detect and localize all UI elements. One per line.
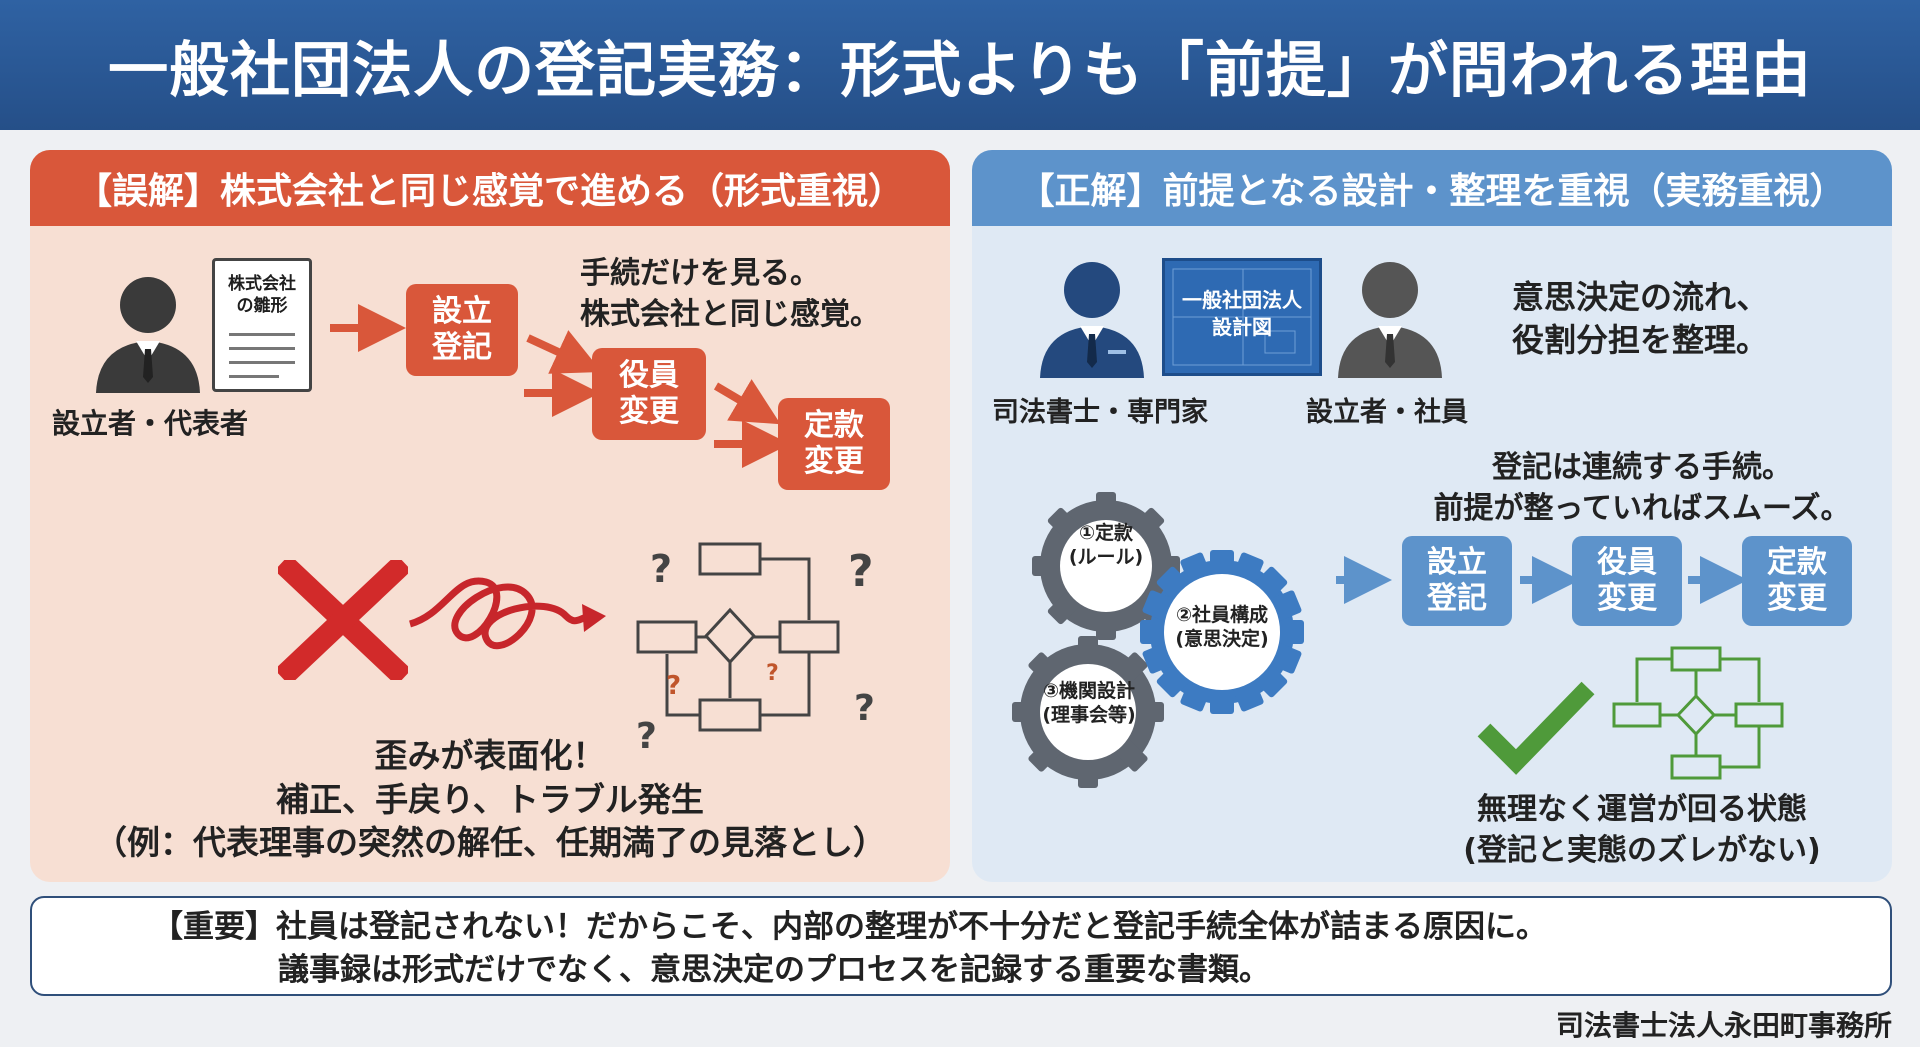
left-result-line2: 補正、手戻り、トラブル発生 <box>276 779 704 819</box>
right-establishment-registration-box: 設立登記 <box>1402 536 1512 626</box>
page-title: 一般社団法人の登記実務：形式よりも「前提」が問われる理由 <box>108 35 1812 106</box>
question-mark-4: ? <box>854 688 875 729</box>
expert-person-icon <box>1040 262 1144 378</box>
left-officer-change-box: 役員変更 <box>592 348 706 440</box>
gear-articles-label: ①定款(ルール) <box>1068 522 1144 568</box>
gear-members-label: ②社員構成(意思決定) <box>1175 604 1269 650</box>
tangled-process-icon <box>408 577 606 649</box>
continuous-procedure-text: 登記は連続する手続。 前提が整っていればスムーズ。 <box>1402 448 1882 529</box>
right-result-line1: 無理なく運営が回る状態 <box>1477 792 1807 827</box>
question-mark-5: ? <box>666 671 681 701</box>
correct-approach-arrows <box>1336 556 1748 604</box>
document-line2: の雛形 <box>236 296 288 317</box>
left-comment-line1: 手続だけを見る。 <box>580 256 820 291</box>
left-establishment-registration-box: 設立登記 <box>406 284 518 376</box>
misconception-header: 【誤解】株式会社と同じ感覚で進める（形式重視） <box>30 150 950 226</box>
check-mark-icon <box>1477 681 1595 775</box>
member-person-icon <box>1338 262 1442 378</box>
confused-flowchart-icon: ? ? ? ? ? ? <box>636 542 875 756</box>
important-line2: 議事録は形式だけでなく、意思決定のプロセスを記録する重要な書類。 <box>278 952 1270 989</box>
right-officer-change-box: 役員変更 <box>1572 536 1682 626</box>
right-comment: 意思決定の流れ、 役割分担を整理。 <box>1512 276 1768 362</box>
blueprint-line1: 一般社団法人 <box>1182 288 1302 312</box>
blueprint-icon: 一般社団法人 設計図 <box>1162 258 1322 376</box>
orderly-flowchart-icon <box>1612 646 1784 780</box>
important-note-box: 【重要】社員は登記されない！だからこそ、内部の整理が不十分だと登記手続全体が詰ま… <box>30 896 1892 996</box>
question-mark-1: ? <box>650 547 672 591</box>
right-comment-line2: 役割分担を整理。 <box>1512 321 1769 360</box>
cross-mark-icon <box>278 560 408 680</box>
question-mark-6: ? <box>766 661 779 686</box>
founder-person-icon <box>96 277 200 393</box>
continuous-line2: 前提が整っていればスムーズ。 <box>1433 490 1851 526</box>
left-articles-change-box: 定款変更 <box>778 398 890 490</box>
misconception-panel: 【誤解】株式会社と同じ感覚で進める（形式重視） 株式会社 の雛形 設立者・代表者… <box>30 150 950 882</box>
expert-label: 司法書士・専門家 <box>992 397 1208 428</box>
important-line1: 【重要】社員は登記されない！だからこそ、内部の整理が不十分だと登記手続全体が詰ま… <box>152 909 1547 945</box>
blueprint-line2: 設計図 <box>1212 315 1272 339</box>
misconception-arrows <box>330 304 790 468</box>
correct-approach-panel: 【正解】前提となる設計・整理を重視（実務重視） 一般社団法人 設計図 司法書士・… <box>972 150 1892 882</box>
correct-approach-header: 【正解】前提となる設計・整理を重視（実務重視） <box>972 150 1892 226</box>
gears-icon <box>1012 492 1304 788</box>
company-template-document-icon: 株式会社 の雛形 <box>212 258 312 392</box>
right-result: 無理なく運営が回る状態 (登記と実態のズレがない) <box>1402 790 1882 871</box>
firm-name: 司法書士法人永田町事務所 <box>1555 1009 1892 1042</box>
founder-label: 設立者・代表者 <box>52 407 249 440</box>
left-comment: 手続だけを見る。 株式会社と同じ感覚。 <box>580 254 880 335</box>
member-label: 設立者・社員 <box>1306 397 1468 428</box>
question-mark-2: ? <box>848 546 874 597</box>
right-result-line2: (登記と実態のズレがない) <box>1463 832 1821 868</box>
left-result-line3: （例：代表理事の突然の解任、任期満了の見落とし） <box>94 823 886 863</box>
right-articles-change-box: 定款変更 <box>1742 536 1852 626</box>
gear-organs-label: ③機関設計(理事会等) <box>1042 680 1136 726</box>
title-banner: 一般社団法人の登記実務：形式よりも「前提」が問われる理由 <box>0 0 1920 130</box>
question-mark-3: ? <box>636 716 657 756</box>
important-note: 【重要】社員は登記されない！だからこそ、内部の整理が不十分だと登記手続全体が詰ま… <box>152 906 1547 993</box>
left-result-line1: 歪みが表面化！ <box>374 736 606 775</box>
left-comment-line2: 株式会社と同じ感覚。 <box>580 296 880 332</box>
document-line1: 株式会社 <box>228 274 296 294</box>
left-result: 歪みが表面化！ 補正、手戻り、トラブル発生 （例：代表理事の突然の解任、任期満了… <box>30 734 950 865</box>
continuous-line1: 登記は連続する手続。 <box>1492 450 1792 485</box>
right-comment-line1: 意思決定の流れ、 <box>1512 278 1769 316</box>
